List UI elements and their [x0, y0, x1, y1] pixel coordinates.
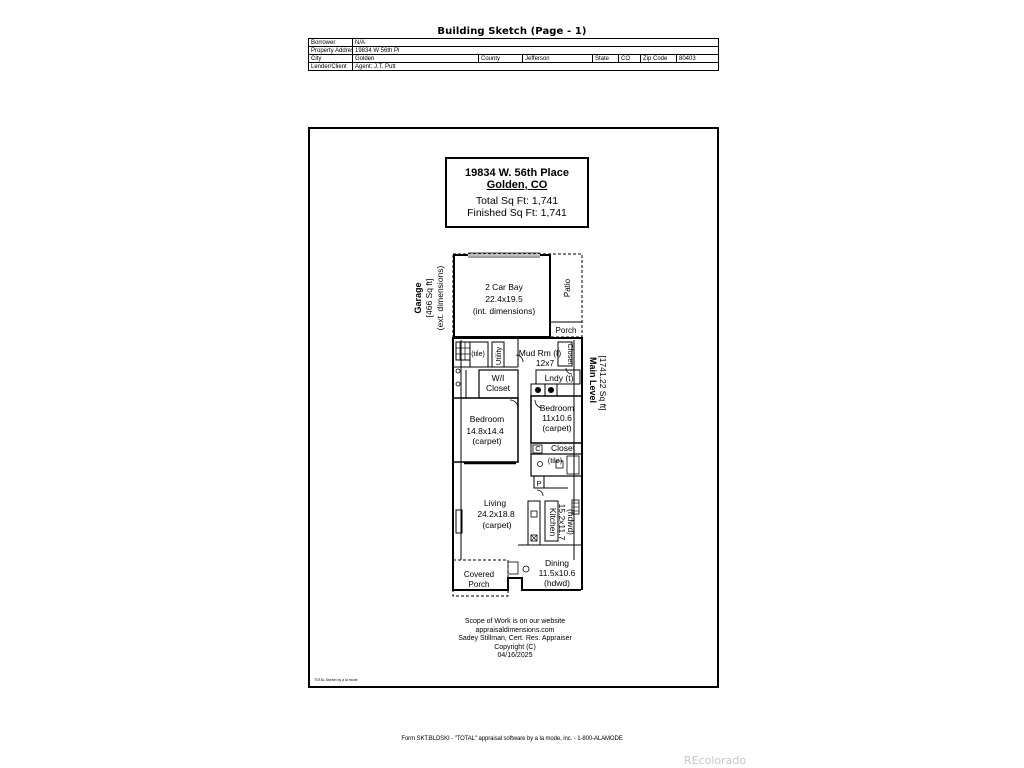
tile-label-2: (tile) [548, 456, 563, 465]
covered-porch-label-2: Porch [469, 580, 490, 589]
lender-value: Agent: J.T. Putt [351, 62, 720, 71]
mud-room-dims: 12x7 [536, 358, 555, 368]
living-label: Living [484, 498, 506, 508]
pantry-label: P [536, 479, 541, 488]
finished-sqft: Finished Sq Ft: 1,741 [467, 207, 567, 219]
garage-bay-dims: 22.4x19.5 [485, 294, 523, 304]
kitchen-floor: (hdwd) [566, 509, 576, 535]
scope-of-work-block: Scope of Work is on our website appraisa… [430, 618, 600, 661]
wi-closet-label: W/I [492, 373, 505, 383]
wi-closet-label-2: Closet [486, 383, 511, 393]
bedroom-2-label: Bedroom [540, 403, 575, 413]
property-info-table: Borrower N/A Property Address 19834 W 56… [308, 38, 720, 71]
scope-line-1: Scope of Work is on our website [464, 618, 566, 625]
recolorado-watermark: REcolorado [684, 754, 747, 767]
porch-label: Porch [556, 326, 577, 335]
covered-porch-outline [452, 559, 509, 597]
laundry-label: Lndy (t) [545, 373, 574, 383]
city-line: Golden, CO [486, 179, 548, 191]
closet-label: Closet [551, 443, 576, 453]
dining-dims: 11.5x10.6 [539, 568, 576, 578]
bedroom-2-floor: (carpet) [542, 423, 571, 433]
bedroom-1-label: Bedroom [470, 414, 505, 424]
garage-title: Garage [413, 282, 423, 313]
kitchen-dims: 15.2x11.7 [557, 504, 567, 541]
document-title: Building Sketch (Page - 1) [437, 26, 587, 37]
bedroom-2-dims: 11x10.6 [542, 413, 572, 423]
closet-vertical-label: Closet [566, 343, 575, 365]
bedroom-1-dims: 14.8x14.4 [466, 426, 504, 436]
living-floor: (carpet) [482, 520, 511, 530]
utility-label: Utility [494, 347, 503, 366]
garage-bay-note: (int. dimensions) [473, 306, 536, 316]
sketch-software-note: TOTAL Sketch by a la mode [314, 678, 358, 682]
total-sqft: Total Sq Ft: 1,741 [475, 195, 559, 207]
kitchen-label: Kitchen [548, 508, 558, 537]
garage-area: [466 Sq ft] [424, 279, 434, 318]
living-dims: 24.2x18.8 [477, 509, 515, 519]
laundry-walls [535, 369, 581, 385]
mud-room-label: Mud Rm (t) [519, 348, 562, 358]
sketch-frame [308, 127, 719, 688]
dining-floor: (hdwd) [544, 578, 570, 588]
scope-line-5: 04/16/2025 [497, 652, 533, 659]
dining-label: Dining [545, 558, 569, 568]
patio-label: Patio [563, 278, 572, 297]
garage-bay-label: 2 Car Bay [485, 282, 524, 292]
address-box: 19834 W. 56th Place Golden, CO Total Sq … [445, 157, 589, 228]
bedroom-1-floor: (carpet) [472, 436, 501, 446]
address-line: 19834 W. 56th Place [465, 167, 569, 179]
main-level-title: Main Level [588, 357, 598, 403]
form-footer: Form SKT.BLDSKI - "TOTAL" appraisal soft… [401, 736, 623, 742]
scope-line-4: Copyright (C) [494, 643, 536, 651]
stair-grid [455, 341, 471, 361]
lender-row: Lender/Client Agent: J.T. Putt [308, 62, 720, 71]
bath-walls [530, 453, 583, 477]
tile-label-1: (tile) [471, 351, 485, 358]
closet-c-label: C [535, 444, 541, 453]
scope-line-2: appraisaldimensions.com [475, 626, 555, 634]
scope-line-3: Sadey Stillman, Cert. Res. Appraiser [458, 635, 572, 642]
garage-note: (ext. dimensions) [435, 265, 445, 330]
main-level-area: [1741.22 Sq ft] [598, 355, 608, 410]
covered-porch-label: Covered [464, 570, 494, 579]
